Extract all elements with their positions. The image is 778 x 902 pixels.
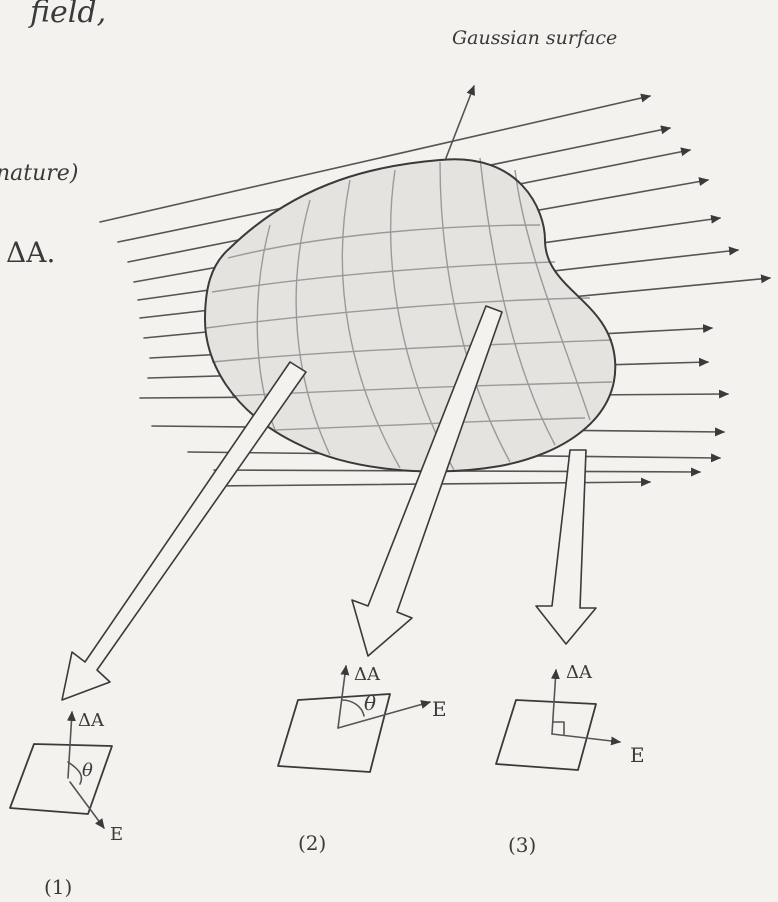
case-3-number: (3) [508, 833, 536, 857]
surface-hatch [205, 297, 591, 329]
case-1-area-label: ΔA [78, 710, 105, 731]
case-3-area-label: ΔA [566, 662, 593, 683]
case-2-area-vector [337, 664, 350, 729]
surface-hatch [341, 179, 401, 469]
surface-hatch [274, 417, 586, 431]
zoom-arrow-2 [351, 305, 503, 657]
case-2-angle-arc [341, 699, 365, 717]
case-1-field-vector [69, 781, 105, 829]
case-1-diagram: ΔA θ E (1) [9, 710, 123, 899]
case-1-number: (1) [44, 875, 72, 899]
case-1-area-element [9, 743, 113, 815]
case-3-field-vector [551, 733, 622, 746]
field-line [99, 93, 652, 223]
zoom-arrow-3 [535, 449, 597, 645]
case-2-angle-label: θ [364, 691, 376, 715]
case-1-angle-label: θ [82, 760, 93, 781]
page-fragment-left-2: ΔA. [6, 236, 55, 269]
case-3-field-label: E [630, 743, 645, 767]
case-1-area-vector [66, 710, 76, 779]
case-2-area-label: ΔA [354, 664, 381, 685]
page-fragment-left-1: nature) [0, 161, 78, 186]
case-2-field-vector [337, 700, 432, 729]
zoom-arrows [61, 305, 597, 701]
surface-hatch [479, 157, 556, 446]
page-fragment-top: field, [28, 0, 106, 30]
case-3-area-vector [550, 668, 560, 735]
surface-hatch [295, 199, 331, 456]
zoom-arrow-1 [61, 361, 307, 701]
surface-hatch [211, 339, 613, 363]
case-1-field-label: E [110, 824, 123, 845]
case-3-area-element [495, 699, 597, 771]
surface-hatch [227, 224, 541, 259]
case-3-right-angle-mark [552, 721, 565, 735]
gaussian-surface [204, 157, 617, 473]
case-2-diagram: ΔA θ E (2) [277, 664, 447, 855]
surface-hatch [439, 161, 511, 463]
case-2-field-label: E [432, 697, 447, 721]
case-2-number: (2) [298, 831, 326, 855]
case-2-area-element [277, 693, 391, 773]
case-1-angle-arc [67, 761, 83, 785]
surface-label: Gaussian surface [452, 27, 617, 49]
surface-outline [204, 158, 617, 473]
surface-hatch [211, 261, 556, 293]
surface-label-pointer [445, 84, 475, 159]
case-3-diagram: ΔA E (3) [495, 662, 645, 857]
surface-hatch [514, 169, 591, 421]
